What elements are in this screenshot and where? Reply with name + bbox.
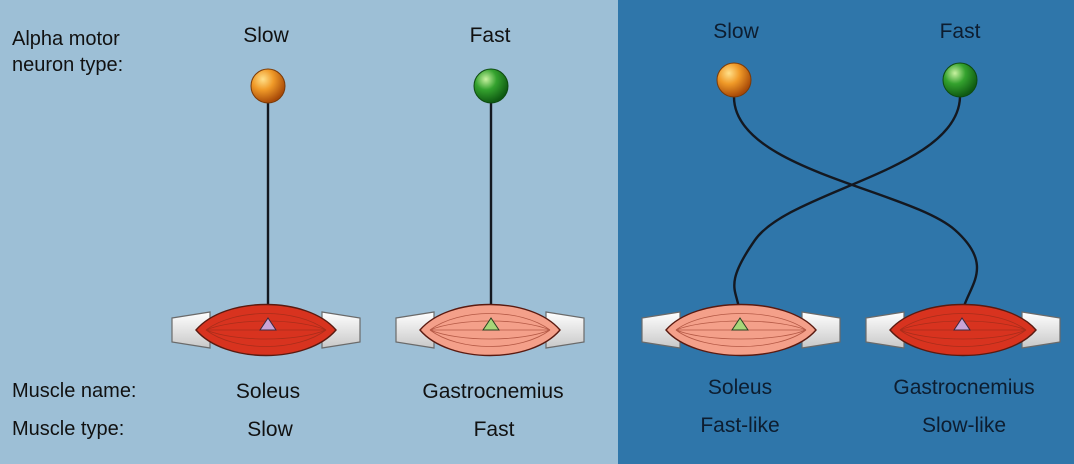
- neuron-type-fast: Fast: [939, 20, 981, 43]
- muscle-type-fast-like: Fast-like: [700, 414, 780, 437]
- neuron-soma-fast: [473, 68, 509, 104]
- motor-endplate-fast: [731, 317, 749, 331]
- muscle-soleus-cross: [641, 303, 841, 357]
- axon-slow-to-gastrocnemius: [732, 96, 979, 319]
- muscle-type-slow: Slow: [247, 418, 293, 441]
- muscle-name-label: Muscle name:: [12, 380, 137, 402]
- neuron-type-fast: Fast: [469, 24, 511, 47]
- neuron-type-slow: Slow: [243, 24, 289, 47]
- neuron-type-label-line2: neuron type:: [12, 54, 124, 76]
- motor-endplate-fast: [482, 317, 500, 331]
- muscle-name-gastrocnemius: Gastrocnemius: [422, 380, 564, 403]
- muscle-type-label: Muscle type:: [12, 418, 125, 440]
- muscle-name-soleus: Soleus: [707, 376, 773, 399]
- muscle-soleus-normal: [171, 303, 361, 357]
- neuron-type-slow: Slow: [713, 20, 759, 43]
- motor-endplate-slow: [259, 317, 277, 331]
- neuron-soma-slow: [250, 68, 286, 104]
- motor-endplate-slow: [953, 317, 971, 331]
- muscle-type-slow-like: Slow-like: [921, 414, 1007, 437]
- muscle-name-gastrocnemius: Gastrocnemius: [893, 376, 1035, 399]
- neuron-soma-slow: [716, 62, 752, 98]
- panel-cross-innervated-background: [618, 0, 1074, 464]
- muscle-gastrocnemius-normal: [395, 303, 585, 357]
- muscle-gastrocnemius-cross: [865, 303, 1061, 357]
- neuron-type-label: Alpha motor neuron type:: [12, 28, 123, 76]
- neuron-type-label-line1: Alpha motor: [12, 28, 120, 50]
- muscle-name-soleus: Soleus: [235, 380, 301, 403]
- neuron-soma-fast: [942, 62, 978, 98]
- muscle-type-fast: Fast: [473, 418, 515, 441]
- axon-fast-to-soleus: [733, 96, 962, 319]
- panel-normal-background: [0, 0, 618, 464]
